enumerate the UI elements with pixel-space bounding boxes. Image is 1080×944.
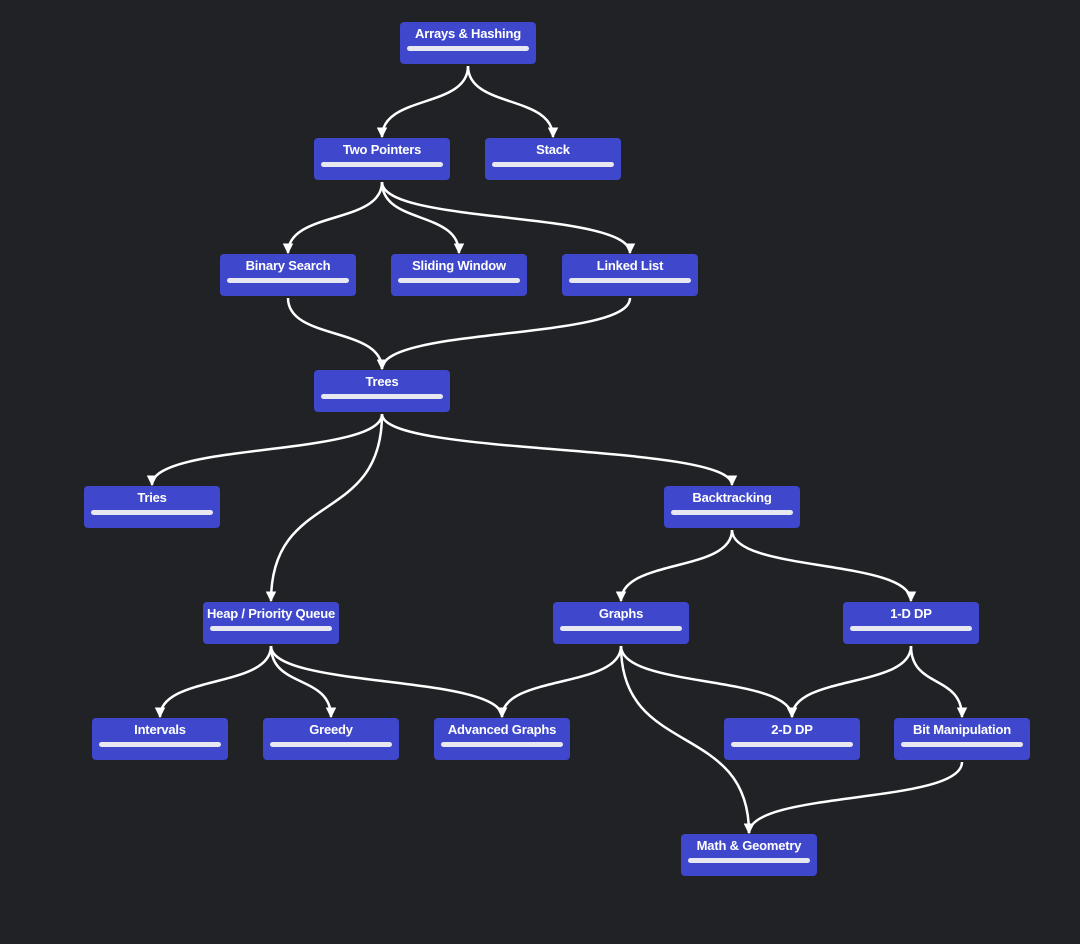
node-label: Linked List: [596, 258, 664, 273]
edge-heap-priority-queue-to-advanced-graphs: [269, 645, 508, 719]
edge-graphs-to-advanced-graphs: [496, 645, 623, 719]
edge-arrays-hashing-to-two-pointers: [376, 65, 470, 139]
node-label: Sliding Window: [412, 258, 506, 273]
node-label: 1-D DP: [890, 606, 932, 621]
node-tries[interactable]: Tries: [84, 486, 220, 528]
node-backtracking[interactable]: Backtracking: [664, 486, 800, 528]
node-label: Math & Geometry: [696, 838, 802, 853]
progress-bar: [731, 742, 853, 747]
edge-linked-list-to-trees: [376, 297, 632, 371]
progress-bar: [270, 742, 392, 747]
node-label: Intervals: [134, 722, 186, 737]
node-label: Tries: [137, 490, 167, 505]
progress-bar: [210, 626, 332, 631]
progress-bar: [671, 510, 793, 515]
progress-bar: [398, 278, 520, 283]
edge-binary-search-to-trees: [286, 297, 388, 371]
edge-trees-to-heap-priority-queue: [265, 413, 384, 603]
progress-bar: [91, 510, 213, 515]
node-label: 2-D DP: [771, 722, 813, 737]
edge-two-pointers-to-sliding-window: [380, 181, 465, 255]
node-binary-search[interactable]: Binary Search: [220, 254, 356, 296]
edge-arrays-hashing-to-stack: [466, 65, 559, 139]
edge-trees-to-backtracking: [380, 413, 738, 487]
node-1d-dp[interactable]: 1-D DP: [843, 602, 979, 644]
node-trees[interactable]: Trees: [314, 370, 450, 412]
progress-bar: [99, 742, 221, 747]
node-label: Trees: [365, 374, 399, 389]
node-sliding-window[interactable]: Sliding Window: [391, 254, 527, 296]
progress-bar: [688, 858, 810, 863]
node-label: Binary Search: [245, 258, 331, 273]
edge-heap-priority-queue-to-greedy: [269, 645, 337, 719]
edge-two-pointers-to-binary-search: [282, 181, 384, 255]
node-2d-dp[interactable]: 2-D DP: [724, 718, 860, 760]
progress-bar: [321, 162, 443, 167]
node-bit-manipulation[interactable]: Bit Manipulation: [894, 718, 1030, 760]
node-two-pointers[interactable]: Two Pointers: [314, 138, 450, 180]
progress-bar: [227, 278, 349, 283]
progress-bar: [492, 162, 614, 167]
node-label: Stack: [536, 142, 570, 157]
progress-bar: [321, 394, 443, 399]
node-greedy[interactable]: Greedy: [263, 718, 399, 760]
node-graphs[interactable]: Graphs: [553, 602, 689, 644]
node-label: Greedy: [309, 722, 353, 737]
node-label: Backtracking: [692, 490, 772, 505]
node-linked-list[interactable]: Linked List: [562, 254, 698, 296]
progress-bar: [560, 626, 682, 631]
edge-two-pointers-to-linked-list: [380, 181, 636, 255]
edge-1d-dp-to-bit-manipulation: [909, 645, 968, 719]
edge-backtracking-to-1d-dp: [730, 529, 917, 603]
node-heap-priority-queue[interactable]: Heap / Priority Queue: [203, 602, 339, 644]
node-intervals[interactable]: Intervals: [92, 718, 228, 760]
node-label: Heap / Priority Queue: [206, 606, 335, 621]
edge-bit-manipulation-to-math-geometry: [743, 761, 964, 835]
edge-heap-priority-queue-to-intervals: [154, 645, 273, 719]
node-arrays-hashing[interactable]: Arrays & Hashing: [400, 22, 536, 64]
edge-trees-to-tries: [146, 413, 384, 487]
edge-graphs-to-math-geometry: [619, 645, 755, 835]
edge-1d-dp-to-2d-dp: [786, 645, 913, 719]
node-label: Arrays & Hashing: [415, 26, 521, 41]
node-stack[interactable]: Stack: [485, 138, 621, 180]
edge-backtracking-to-graphs: [615, 529, 734, 603]
progress-bar: [441, 742, 563, 747]
node-label: Two Pointers: [342, 142, 422, 157]
progress-bar: [407, 46, 529, 51]
node-label: Graphs: [598, 606, 644, 621]
edge-graphs-to-2d-dp: [619, 645, 798, 719]
node-label: Bit Manipulation: [913, 722, 1011, 737]
node-label: Advanced Graphs: [447, 722, 557, 737]
progress-bar: [850, 626, 972, 631]
progress-bar: [901, 742, 1023, 747]
progress-bar: [569, 278, 691, 283]
node-math-geometry[interactable]: Math & Geometry: [681, 834, 817, 876]
node-advanced-graphs[interactable]: Advanced Graphs: [434, 718, 570, 760]
